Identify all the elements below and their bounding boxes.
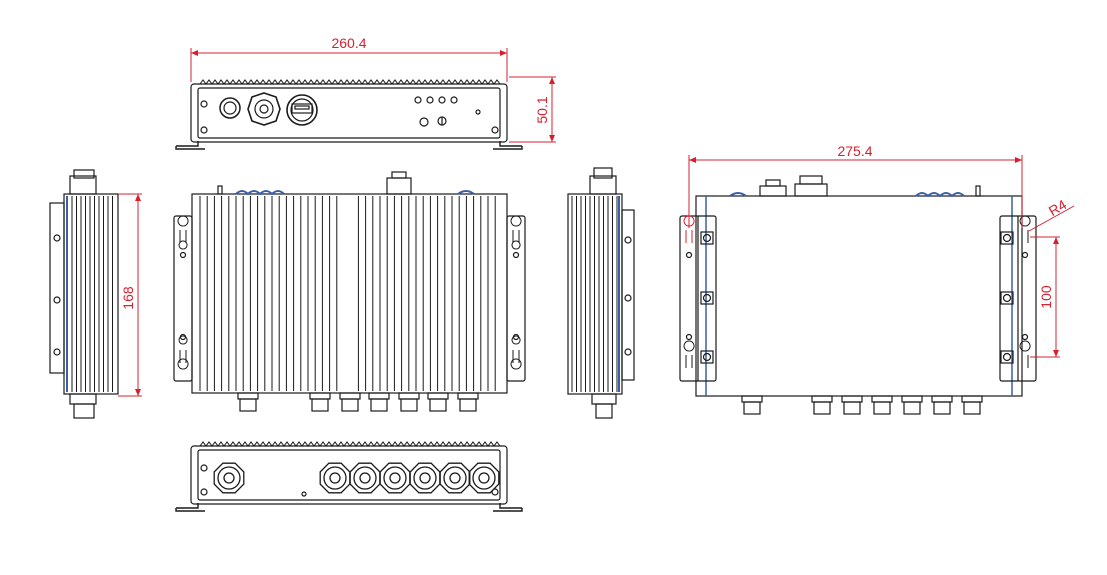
connector-pin	[223, 472, 235, 484]
m12-connector-icon	[439, 462, 471, 494]
connector-ring	[323, 466, 347, 490]
front-panel-view	[175, 79, 523, 150]
m12-connector-icon	[468, 462, 500, 494]
screw-head	[702, 233, 712, 243]
connector-nut	[429, 398, 447, 412]
connector-nut	[743, 401, 761, 415]
top-height-label: 50.1	[534, 96, 550, 123]
led-icon	[450, 96, 458, 104]
screw-head	[1002, 233, 1012, 243]
connector-nut	[903, 401, 921, 415]
screw-icon	[1000, 291, 1014, 305]
connector-nut	[311, 398, 329, 412]
connector-ring	[443, 466, 467, 490]
usb-port-icon	[286, 94, 318, 126]
connector-body	[368, 392, 390, 400]
hole-spacing-dimension	[1030, 236, 1060, 358]
connector-body	[237, 392, 259, 400]
connector-body	[841, 395, 863, 403]
connector-nut	[843, 401, 861, 415]
connector-nut	[239, 398, 257, 412]
main-top-view	[173, 171, 526, 394]
led-icon	[438, 96, 446, 104]
connector-pin	[478, 472, 490, 484]
bottom-m12-connectors	[237, 392, 479, 412]
led-icon	[414, 96, 422, 104]
screw-head	[702, 352, 712, 362]
mount-bottom-connectors	[741, 395, 983, 415]
connector-ring	[217, 466, 241, 490]
top-width-dimension	[190, 48, 508, 82]
connector-pin	[419, 472, 431, 484]
connector-nut	[341, 398, 359, 412]
screw-icon	[1000, 231, 1014, 245]
m12-connector-icon	[349, 462, 381, 494]
connector-body	[398, 392, 420, 400]
connector-body	[309, 392, 331, 400]
connector-pin	[389, 472, 401, 484]
connector-body	[961, 395, 983, 403]
screw-head	[1002, 352, 1012, 362]
connector-body	[901, 395, 923, 403]
right-side-view	[567, 167, 635, 419]
heatsink-fins	[199, 196, 496, 391]
left-side-view	[49, 169, 119, 419]
connector-nut	[963, 401, 981, 415]
mounting-screws	[700, 231, 1014, 364]
connector-body	[339, 392, 361, 400]
right-side-fins	[571, 196, 618, 392]
screw-icon	[700, 291, 714, 305]
connector-body	[811, 395, 833, 403]
left-side-fins	[71, 196, 113, 392]
connector-body	[741, 395, 763, 403]
rear-m12-connectors	[213, 462, 500, 494]
led-icon	[426, 96, 434, 104]
m12-connector-icon	[379, 462, 411, 494]
m12-connector-icon	[409, 462, 441, 494]
connector-nut	[873, 401, 891, 415]
radius-label: R4	[1046, 196, 1070, 219]
connector-nut	[400, 398, 418, 412]
connector-body	[931, 395, 953, 403]
screw-icon	[1000, 350, 1014, 364]
connector-ring	[353, 466, 377, 490]
connector-body	[871, 395, 893, 403]
hole-spacing-label: 100	[1038, 285, 1054, 309]
rear-panel-view	[175, 441, 523, 512]
side-height-dimension	[118, 193, 142, 397]
connector-body	[427, 392, 449, 400]
connector-nut	[370, 398, 388, 412]
connector-body	[457, 392, 479, 400]
connector-pin	[359, 472, 371, 484]
connector-nut	[813, 401, 831, 415]
bottom-width-dimension	[688, 155, 1023, 228]
connector-nut	[933, 401, 951, 415]
m12-connector-icon	[319, 462, 351, 494]
screw-head	[702, 293, 712, 303]
side-height-label: 168	[120, 286, 136, 310]
screw-icon	[700, 231, 714, 245]
m12-connector-icon	[213, 462, 245, 494]
connector-ring	[472, 466, 496, 490]
power-button-icon	[219, 97, 241, 119]
connector-nut	[459, 398, 477, 412]
top-height-dimension	[509, 76, 556, 143]
bottom-width-label: 275.4	[837, 143, 872, 159]
connector-ring	[383, 466, 407, 490]
connector-pin	[449, 472, 461, 484]
connector-pin	[329, 472, 341, 484]
m12-connector-icon	[247, 92, 281, 126]
mounting-view	[679, 175, 1037, 397]
top-width-label: 260.4	[331, 35, 366, 51]
connector-ring	[413, 466, 437, 490]
radius-dimension	[1028, 205, 1075, 232]
screw-icon	[700, 350, 714, 364]
screw-head	[1002, 293, 1012, 303]
